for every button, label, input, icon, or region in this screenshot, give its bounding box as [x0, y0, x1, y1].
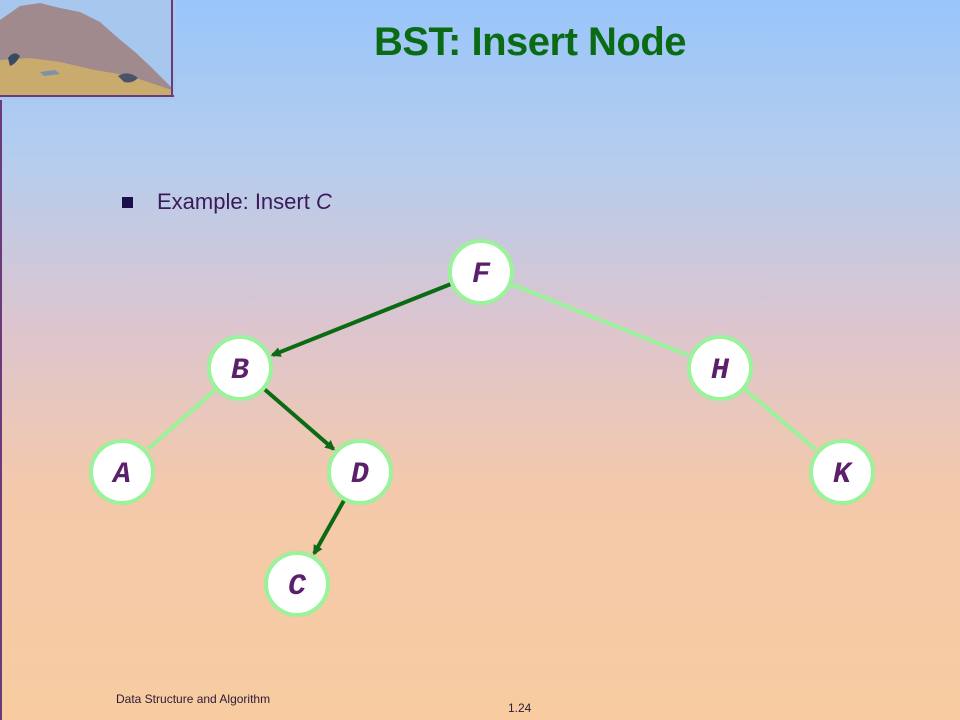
square-bullet-icon — [122, 196, 133, 208]
edge-B-A — [146, 388, 217, 451]
node-label: C — [288, 570, 307, 604]
tree-node-H: H — [687, 335, 753, 401]
tree-node-A: A — [89, 439, 155, 505]
node-label: B — [231, 354, 249, 388]
edge-D-C — [312, 499, 346, 556]
node-circle — [809, 439, 875, 505]
node-circle — [89, 439, 155, 505]
node-label: K — [833, 458, 854, 492]
tree-node-F: F — [448, 239, 514, 305]
slide-title: BST: Insert Node — [373, 20, 687, 64]
bullet-prefix: Example: Insert — [157, 189, 316, 214]
bullet-emphasis: C — [315, 189, 332, 214]
footer-page-number: 1.24 — [508, 701, 532, 715]
node-circle — [327, 439, 393, 505]
edges-layer — [146, 282, 817, 556]
tree-node-C: C — [264, 551, 330, 617]
footer-course: Data Structure and Algorithm — [116, 692, 271, 706]
tree-node-D: D — [327, 439, 393, 505]
edge-F-H — [510, 282, 689, 357]
nodes-layer: F B H A D K C — [89, 239, 875, 617]
node-label: H — [711, 354, 730, 388]
node-circle — [448, 239, 514, 305]
edge-B-D — [263, 388, 336, 451]
tree-node-K: K — [809, 439, 875, 505]
node-circle — [687, 335, 753, 401]
bullet-text: Example: Insert C — [157, 189, 332, 215]
edge-F-B — [270, 282, 452, 357]
mountain-landscape-logo — [0, 0, 176, 100]
slide-border — [0, 0, 2, 720]
node-label: F — [472, 258, 491, 292]
tree-node-B: B — [207, 335, 273, 401]
node-label: A — [111, 458, 131, 492]
node-circle — [207, 335, 273, 401]
bullet-item: Example: Insert C — [122, 189, 332, 215]
node-circle — [264, 551, 330, 617]
node-label: D — [351, 458, 369, 492]
edge-H-K — [743, 387, 817, 451]
